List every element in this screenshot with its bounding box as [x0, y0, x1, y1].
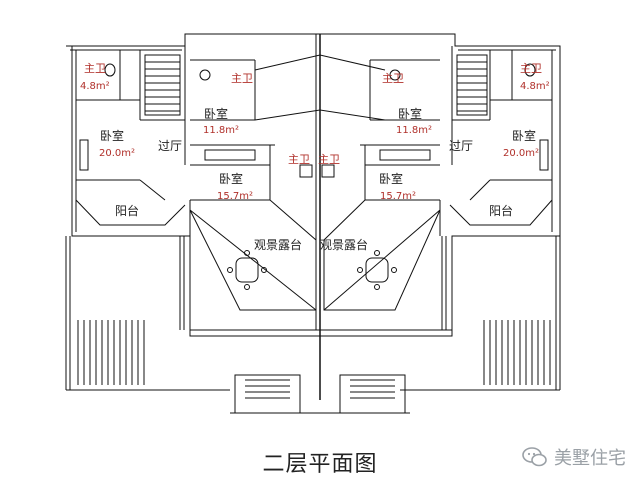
label-bedroom-right: 卧室: [512, 128, 536, 143]
label-balcony-right: 阳台: [489, 203, 513, 218]
area-bedroom-top-right: 11.8m²: [396, 125, 432, 136]
fixtures: [79, 63, 549, 178]
area-master-bath-left: 4.8m²: [80, 81, 110, 92]
label-master-bath-right: 主卫: [520, 62, 542, 75]
balcony-right-outline: [449, 199, 553, 226]
outer-wall-double: [70, 49, 556, 232]
label-bedroom-top-right: 卧室: [398, 106, 422, 121]
label-balcony-left: 阳台: [115, 203, 139, 218]
walls-right-upper: [360, 46, 552, 236]
area-bedroom-right: 20.0m²: [503, 148, 539, 159]
wechat-icon: [522, 447, 547, 467]
area-bedroom-center-left: 15.7m²: [217, 191, 253, 202]
label-bedroom-center-right: 卧室: [379, 171, 403, 186]
drawing-caption: 二层平面图: [262, 452, 378, 477]
garden-hatch-right: [483, 320, 551, 385]
label-bath-center-right: 主卫: [318, 153, 340, 166]
area-bedroom-top-left: 11.8m²: [203, 125, 239, 136]
roof-lines: [254, 54, 386, 121]
balcony-left-outline: [75, 199, 186, 226]
label-bedroom-center-left: 卧室: [219, 171, 243, 186]
terrace-left-outline: [189, 199, 317, 311]
label-bedroom-left: 卧室: [100, 128, 124, 143]
entrance-steps: [230, 374, 410, 414]
terrace-table-right: [357, 250, 397, 290]
label-hall-left: 过厅: [158, 139, 182, 153]
walls-left-upper: [76, 46, 275, 236]
label-bath-top-right: 主卫: [382, 72, 404, 85]
label-bath-center-left: 主卫: [288, 153, 310, 166]
label-hall-right: 过厅: [449, 139, 473, 153]
label-terrace-left: 观景露台: [254, 237, 302, 252]
area-master-bath-right: 4.8m²: [520, 81, 550, 92]
label-terrace-right: 观景露台: [320, 237, 368, 252]
area-bedroom-center-right: 15.7m²: [380, 191, 416, 202]
label-master-bath-left: 主卫: [84, 62, 106, 75]
watermark: 美墅住宅: [522, 444, 626, 470]
stairs-right: [456, 54, 488, 116]
stairs-left: [144, 54, 181, 116]
garden-hatch-left: [77, 320, 145, 385]
lower-frame: [65, 236, 561, 391]
area-bedroom-left: 20.0m²: [99, 148, 135, 159]
terrace-right-outline: [323, 199, 441, 311]
watermark-text: 美墅住宅: [554, 448, 626, 469]
terrace-table-left: [227, 250, 267, 290]
label-bedroom-top-left: 卧室: [204, 106, 228, 121]
building-outline: [66, 33, 561, 331]
label-bath-top-left: 主卫: [231, 72, 253, 85]
